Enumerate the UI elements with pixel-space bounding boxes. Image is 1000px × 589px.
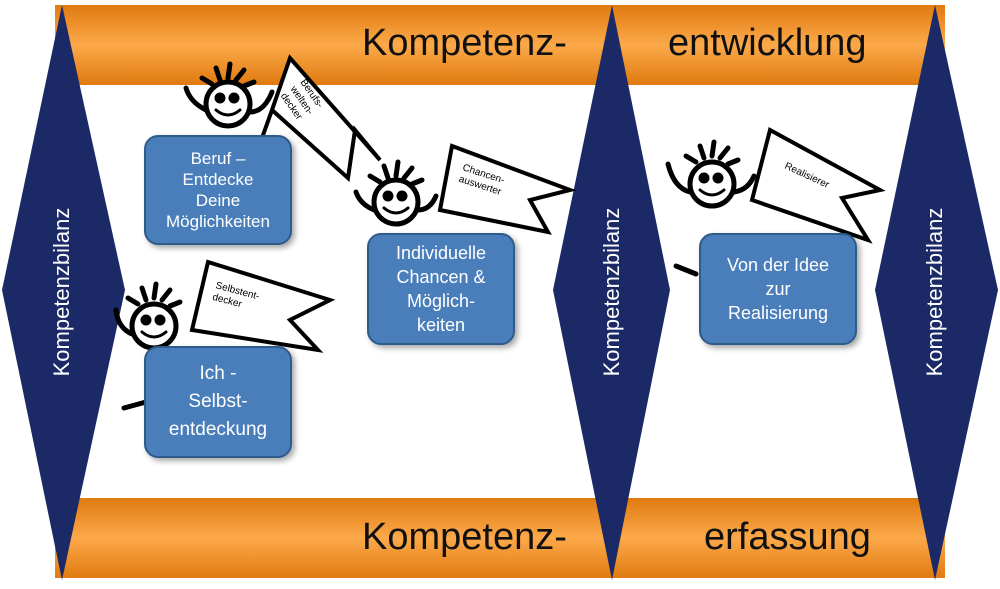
bottom-band-left-text: Kompetenz- <box>362 516 567 558</box>
right-chevron-label: Kompetenzbilanz <box>922 207 947 377</box>
top-band-left-text: Kompetenz- <box>362 22 567 64</box>
top-band <box>55 5 945 85</box>
left-chevron <box>2 5 125 580</box>
right-chevron <box>875 5 998 580</box>
middle-chevron-label: Kompetenzbilanz <box>599 207 624 377</box>
box-ich-text: Ich - Selbst- entdeckung <box>168 363 268 440</box>
flag-berufsweltentdecker: Berufs- welten- decker <box>260 54 382 182</box>
flag-chancenauswerter: Chancen- auswerter <box>437 143 577 235</box>
left-chevron-label: Kompetenzbilanz <box>49 207 74 377</box>
bottom-band-right-text: erfassung <box>704 516 871 558</box>
box-ich: Ich - Selbst- entdeckung <box>144 346 292 458</box>
figure-chancenauswerter <box>353 159 439 227</box>
top-band-right-text: entwicklung <box>668 22 867 64</box>
bottom-band <box>55 498 945 578</box>
box-chancen-text: Individuelle Chancen & Möglich- keiten <box>395 243 487 335</box>
figure-berufsweltentdecker <box>183 61 275 129</box>
box-beruf: Beruf – Entdecke Deine Möglichkeiten <box>144 135 292 245</box>
flag-realisierer: Realisierer <box>749 127 886 244</box>
middle-chevron <box>553 5 670 580</box>
box-idee-text: Von der Idee zur Realisierung <box>726 255 830 323</box>
box-chancen: Individuelle Chancen & Möglich- keiten <box>367 233 515 345</box>
flag-selbstentdecker: Selbstent- decker <box>189 259 336 353</box>
box-idee: Von der Idee zur Realisierung <box>699 233 857 345</box>
figure-realisierer <box>665 139 757 277</box>
box-beruf-text: Beruf – Entdecke Deine Möglichkeiten <box>166 149 270 231</box>
